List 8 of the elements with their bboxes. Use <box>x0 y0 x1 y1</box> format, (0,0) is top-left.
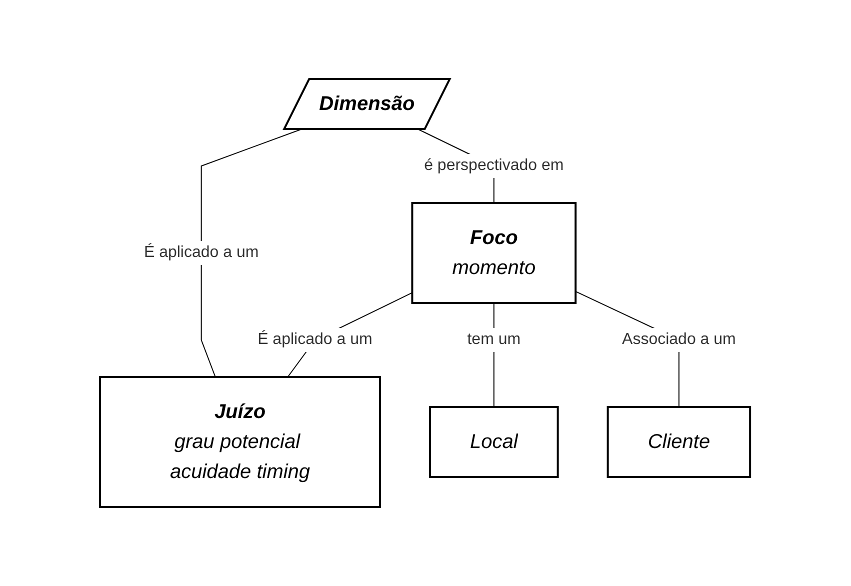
edge-label: É aplicado a um <box>144 244 260 261</box>
edge-label: é perspectivado em <box>424 157 564 174</box>
node-box: Juízo grau potencial acuidade timing <box>99 376 382 508</box>
edge-label: É aplicado a um <box>258 331 373 348</box>
node-box: Foco momento <box>412 202 578 304</box>
node-box: Cliente <box>607 406 752 478</box>
edge-label: tem um <box>468 331 522 348</box>
edge-label: Associado a um <box>622 331 736 348</box>
